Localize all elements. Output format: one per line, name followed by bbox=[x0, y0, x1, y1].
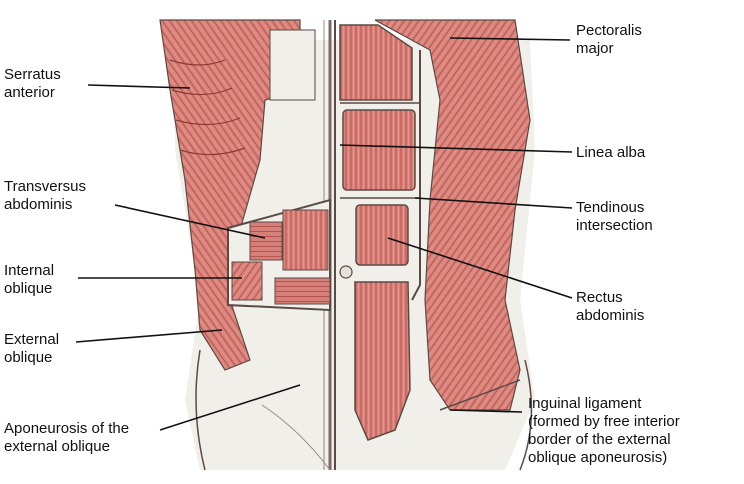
leader-tendinous bbox=[414, 197, 573, 209]
rectus-right-seg3 bbox=[355, 204, 409, 266]
leader-inguinal bbox=[449, 409, 523, 413]
label-linea-alba: Linea alba bbox=[576, 144, 646, 161]
label-serratus-anterior: Serratus anterior bbox=[4, 66, 61, 101]
label-pectoralis-major: Pectoralis major bbox=[576, 22, 642, 57]
internal-oblique-muscle bbox=[231, 261, 263, 301]
rectus-sheath-outline bbox=[334, 20, 421, 470]
leader-pectoralis bbox=[449, 37, 571, 41]
leader-aponeurosis bbox=[159, 384, 301, 431]
label-rectus-abdominis: Rectus abdominis bbox=[576, 289, 645, 324]
right-hip-outline bbox=[519, 359, 533, 471]
left-rectus-mid bbox=[282, 209, 329, 271]
serratus-digitations bbox=[169, 59, 246, 156]
leader-lines bbox=[75, 37, 573, 431]
leader-external-oblique bbox=[75, 329, 223, 343]
rectus-left-upper bbox=[269, 29, 316, 101]
label-internal-oblique: Internal oblique bbox=[4, 262, 55, 297]
rectus-right-lower bbox=[354, 281, 411, 441]
label-tendinous-intersection: Tendinous intersection bbox=[576, 199, 653, 234]
leader-rectus bbox=[387, 237, 573, 299]
label-inguinal-ligament: Inguinal ligament (formed by free interi… bbox=[528, 395, 680, 466]
leader-transversus bbox=[114, 204, 266, 239]
umbilicus bbox=[339, 265, 353, 279]
label-aponeurosis: Aponeurosis of the external oblique bbox=[4, 420, 130, 455]
inguinal-ligament-line bbox=[439, 379, 521, 411]
right-lateral-muscle bbox=[374, 19, 531, 411]
leader-serratus bbox=[87, 84, 191, 89]
rectus-right-seg2 bbox=[342, 109, 416, 191]
label-external-oblique: External oblique bbox=[4, 331, 60, 366]
transversus-muscle bbox=[249, 221, 283, 261]
leader-linea-alba bbox=[339, 144, 573, 153]
left-hip-outline bbox=[195, 349, 206, 471]
left-rectus-lower bbox=[274, 277, 331, 305]
rectus-right-top bbox=[339, 24, 413, 101]
label-transversus-abdominis: Transversus abdominis bbox=[4, 178, 86, 213]
